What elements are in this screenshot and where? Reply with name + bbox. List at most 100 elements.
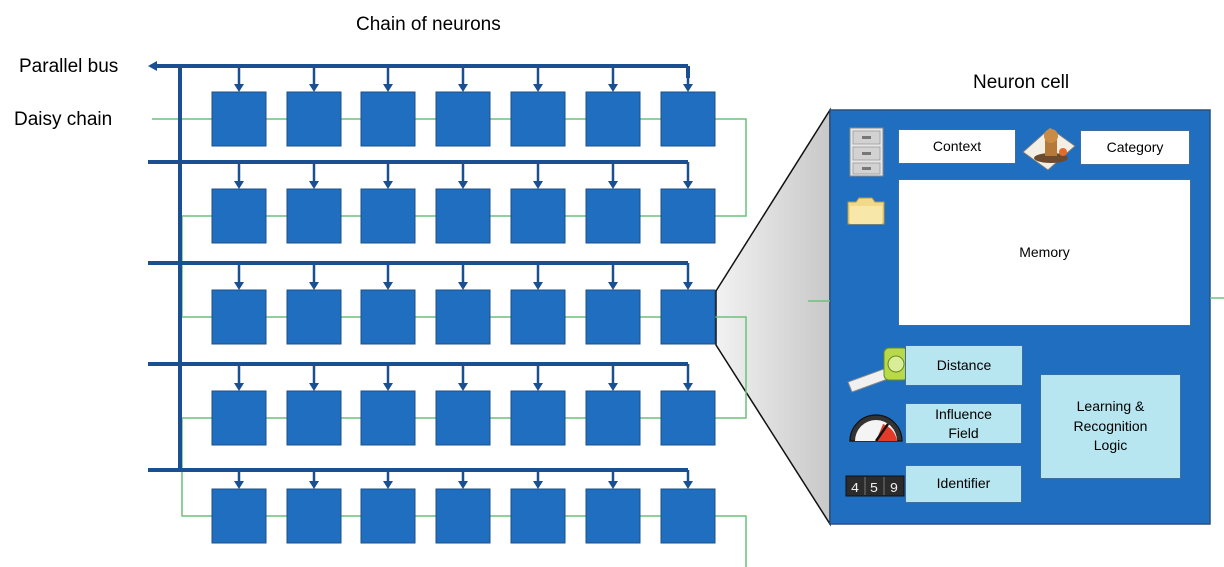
neuron-block — [510, 91, 566, 147]
category-label: Category — [1106, 138, 1164, 155]
bus-drop-arrow — [309, 181, 319, 189]
odometer-digit: 9 — [890, 481, 898, 497]
neuron-block — [286, 188, 342, 244]
tape-measure-icon — [847, 347, 909, 393]
daisy-chain-left-link — [181, 417, 212, 517]
bus-drop-arrow — [683, 481, 693, 489]
neuron-block — [585, 188, 641, 244]
odometer-icon: 4 5 9 — [845, 475, 905, 497]
neuron-block — [211, 390, 267, 446]
neuron-block — [360, 390, 416, 446]
bus-drop-arrow — [383, 481, 393, 489]
chain-title: Chain of neurons — [356, 14, 501, 35]
identifier-label: Identifier — [936, 475, 991, 492]
bus-drop-arrow — [533, 282, 543, 290]
bus-drop-arrow — [234, 383, 244, 391]
neuron-block — [585, 390, 641, 446]
parallel-bus-label: Parallel bus — [19, 56, 119, 77]
neuron-block — [585, 289, 641, 345]
neuron-block — [660, 390, 716, 446]
logic-label-line3: Logic — [1093, 437, 1128, 454]
bus-drop-arrow — [234, 84, 244, 92]
neuron-block — [360, 188, 416, 244]
context-label: Context — [932, 137, 982, 154]
neuron-block — [510, 390, 566, 446]
bus-drop-arrow — [683, 181, 693, 189]
bus-drop-arrow — [234, 282, 244, 290]
neuron-block — [435, 289, 491, 345]
odometer-digit: 4 — [851, 481, 859, 497]
bus-drop-arrow — [383, 282, 393, 290]
neuron-block — [660, 188, 716, 244]
memory-box: Memory — [898, 179, 1191, 326]
distance-box: Distance — [905, 345, 1023, 386]
bus-drop-arrow — [309, 481, 319, 489]
distance-label: Distance — [936, 356, 992, 373]
neuron-block — [360, 289, 416, 345]
bus-drop-arrow — [683, 282, 693, 290]
bus-drop-arrow — [533, 383, 543, 391]
category-box: Category — [1080, 130, 1190, 165]
bus-drop-arrow — [458, 84, 468, 92]
bus-drop-arrow — [533, 84, 543, 92]
neuron-block — [435, 488, 491, 544]
neuron-block — [510, 488, 566, 544]
bus-drop-arrow — [533, 481, 543, 489]
odometer-digit: 5 — [870, 481, 878, 497]
neuron-block — [360, 488, 416, 544]
folder-icon — [847, 197, 885, 225]
bus-drop-arrow — [458, 481, 468, 489]
bus-drop-arrow — [383, 181, 393, 189]
neuron-block — [660, 289, 716, 345]
daisy-chain-right-link — [715, 118, 747, 217]
influence-label-line2: Field — [948, 424, 979, 441]
bus-drop-arrow — [458, 282, 468, 290]
neuron-block — [585, 91, 641, 147]
neuron-block — [510, 188, 566, 244]
neuron-block — [211, 289, 267, 345]
bus-drop-arrow — [608, 181, 618, 189]
bus-drop-arrow — [234, 481, 244, 489]
bus-drop-arrow — [608, 84, 618, 92]
bus-drop-arrow — [383, 383, 393, 391]
neuron-block — [286, 289, 342, 345]
bus-drop-arrow — [458, 181, 468, 189]
neuron-block — [211, 488, 267, 544]
bus-drop-arrow — [608, 282, 618, 290]
daisy-chain-left-link — [181, 215, 212, 318]
bus-drop-arrow — [683, 84, 693, 92]
bus-drop-arrow — [383, 84, 393, 92]
neuron-block — [510, 289, 566, 345]
memory-label: Memory — [1019, 243, 1070, 260]
influence-label-line1: Influence — [935, 405, 992, 422]
learning-recognition-logic-box: Learning & Recognition Logic — [1040, 374, 1181, 479]
neuron-block — [435, 91, 491, 147]
logic-label-line1: Learning & — [1076, 398, 1145, 415]
daisy-chain-right-link — [715, 316, 747, 419]
bus-drop-arrow — [309, 282, 319, 290]
neuron-block — [660, 91, 716, 147]
stamp-icon — [1022, 127, 1076, 171]
bus-drop-arrow — [309, 383, 319, 391]
parallel-bus-arrow — [148, 61, 157, 71]
identifier-box: Identifier — [905, 465, 1022, 503]
neuron-block — [211, 188, 267, 244]
neuron-block — [585, 488, 641, 544]
neuron-block — [286, 390, 342, 446]
neuron-block — [286, 488, 342, 544]
bus-drop-arrow — [608, 383, 618, 391]
logic-label-line2: Recognition — [1073, 417, 1148, 434]
bus-drop-arrow — [533, 181, 543, 189]
neuron-block — [660, 488, 716, 544]
bus-drop-arrow — [683, 383, 693, 391]
file-cabinet-icon — [849, 127, 884, 177]
neuron-block — [435, 188, 491, 244]
bus-drop-arrow — [309, 84, 319, 92]
bus-drop-arrow — [458, 383, 468, 391]
neuron-cell-title: Neuron cell — [973, 72, 1070, 93]
neuron-block — [435, 390, 491, 446]
influence-field-box: Influence Field — [905, 403, 1022, 444]
neuron-block — [211, 91, 267, 147]
neuron-block — [286, 91, 342, 147]
daisy-chain-label: Daisy chain — [14, 109, 113, 130]
